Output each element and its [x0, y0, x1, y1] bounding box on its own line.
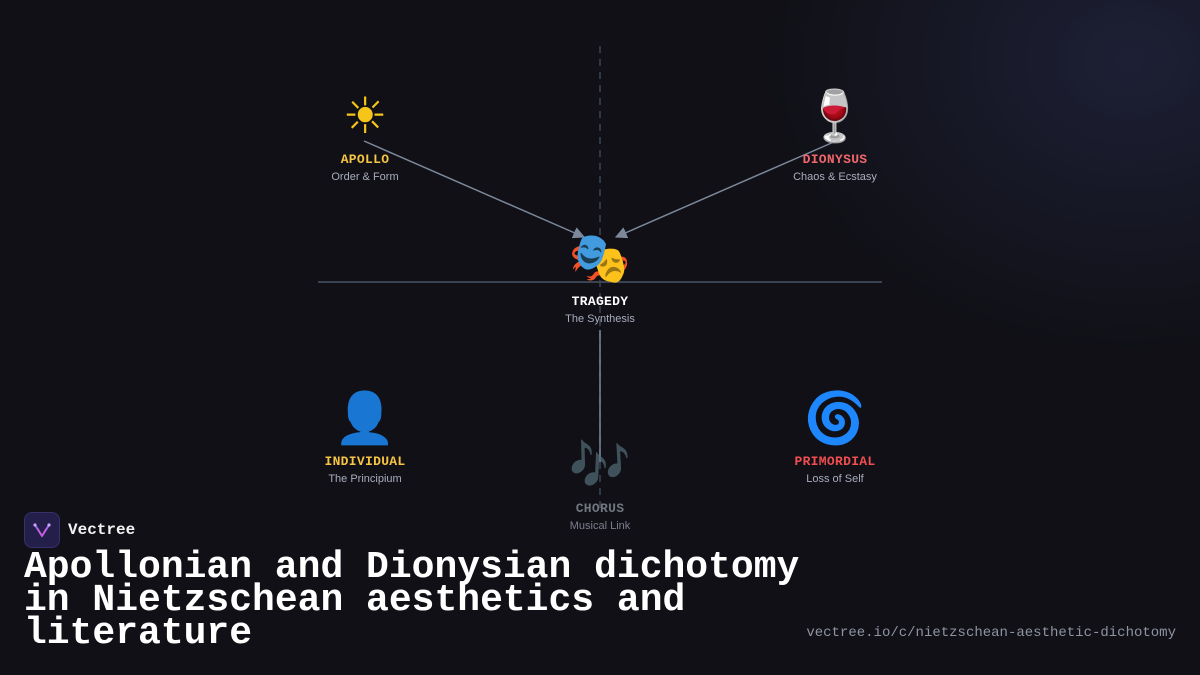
music-notes-icon: 🎶 [568, 437, 632, 493]
source-url[interactable]: vectree.io/c/nietzschean-aesthetic-dicho… [806, 625, 1176, 641]
brand-name: Vectree [68, 521, 136, 539]
node-primordial-subtitle: Loss of Self [806, 473, 864, 485]
node-chorus: 🎶 CHORUS Musical Link [510, 435, 690, 532]
node-dionysus-subtitle: Chaos & Ecstasy [793, 171, 877, 183]
node-chorus-title: CHORUS [575, 501, 625, 516]
node-individual: 👤 INDIVIDUAL The Principium [275, 388, 455, 485]
edge-apollo-tragedy [363, 140, 586, 239]
node-dionysus: 🍷 DIONYSUS Chaos & Ecstasy [745, 86, 925, 183]
node-primordial: 🌀 PRIMORDIAL Loss of Self [745, 388, 925, 485]
node-tragedy: 🎭 TRAGEDY The Synthesis [510, 228, 690, 325]
sun-icon: ☀ [342, 88, 388, 144]
node-chorus-subtitle: Musical Link [569, 520, 631, 532]
edge-dionysus-tragedy [614, 140, 837, 239]
person-silhouette-icon: 👤 [333, 390, 397, 446]
node-individual-title: INDIVIDUAL [324, 454, 406, 469]
node-primordial-title: PRIMORDIAL [794, 454, 876, 469]
theater-masks-icon: 🎭 [568, 230, 632, 286]
node-apollo: ☀ APOLLO Order & Form [275, 86, 455, 183]
node-tragedy-subtitle: The Synthesis [565, 313, 635, 325]
spiral-icon: 🌀 [803, 390, 867, 446]
wine-glass-icon: 🍷 [803, 88, 867, 144]
node-tragedy-title: TRAGEDY [571, 294, 629, 309]
node-dionysus-title: DIONYSUS [802, 152, 868, 167]
node-individual-subtitle: The Principium [328, 473, 402, 485]
page-title: Apollonian and Dionysian dichotomy in Ni… [24, 546, 800, 655]
brand: Vectree [24, 512, 135, 548]
node-apollo-subtitle: Order & Form [331, 171, 399, 183]
node-apollo-title: APOLLO [340, 152, 390, 167]
vectree-logo-icon [24, 512, 60, 548]
